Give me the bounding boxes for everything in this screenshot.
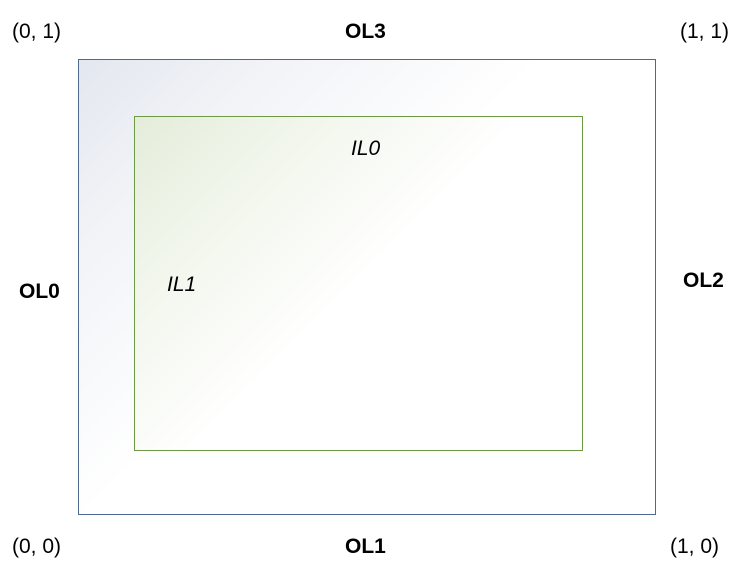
outer-label-left: OL0: [19, 280, 60, 303]
outer-label-right: OL2: [683, 269, 724, 292]
outer-label-top: OL3: [345, 20, 386, 43]
corner-label-bottom-right: (1, 0): [670, 535, 720, 558]
corner-label-bottom-left: (0, 0): [12, 535, 62, 558]
corner-label-top-right: (1, 1): [680, 20, 730, 43]
outer-label-bottom: OL1: [345, 535, 386, 558]
inner-label-left: IL1: [167, 273, 197, 296]
inner-rectangle: [134, 116, 583, 451]
corner-label-top-left: (0, 1): [12, 20, 62, 43]
inner-label-top: IL0: [351, 137, 381, 160]
